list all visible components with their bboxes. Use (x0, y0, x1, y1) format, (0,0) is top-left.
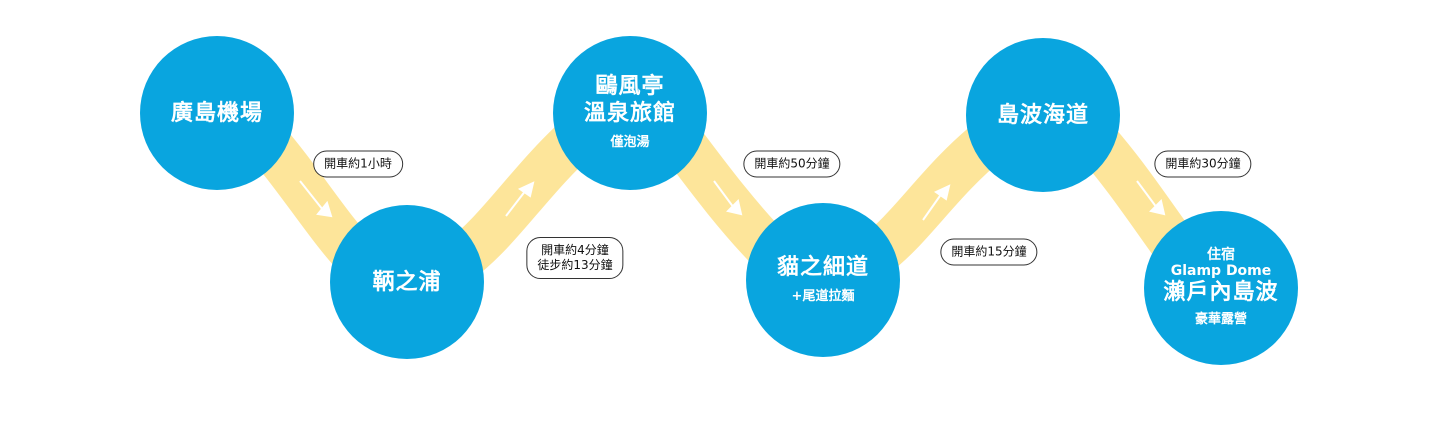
node-shimanami-kaido: 島波海道 (966, 38, 1120, 192)
leg-text: 開車約50分鐘 (754, 156, 830, 171)
node-title: 廣島機場 (170, 100, 263, 126)
node-title: 貓之細道 (776, 254, 869, 280)
arrow-down-right-icon (1136, 180, 1166, 216)
arrow-down-right-icon (299, 180, 333, 218)
arrow-up-right-icon (922, 184, 951, 221)
node-title: 鞆之浦 (372, 269, 442, 295)
node-subtitle: +尾道拉麵 (791, 288, 855, 304)
node-title-line2: 溫泉旅館 (583, 101, 676, 126)
leg-label-3: 開車約50分鐘 (743, 150, 841, 178)
leg-label-1: 開車約1小時 (313, 150, 403, 178)
leg-label-2: 開車約4分鐘 徒步約13分鐘 (526, 237, 624, 279)
node-title: 島波海道 (996, 102, 1089, 128)
leg-label-4: 開車約15分鐘 (940, 238, 1038, 266)
node-pretitle: 住宿 (1207, 246, 1235, 263)
leg-text: 開車約4分鐘 (541, 243, 609, 257)
arrow-down-right-icon (713, 180, 743, 216)
arrow-up-right-icon (505, 181, 535, 217)
leg-text: 開車約1小時 (324, 156, 392, 171)
node-cat-alley: 貓之細道 +尾道拉麵 (746, 203, 900, 357)
node-ofutei-onsen: 鷗風亭 溫泉旅館 僅泡湯 (553, 36, 707, 190)
node-title: 瀨戶內島波 (1163, 279, 1279, 305)
node-glamp-dome: 住宿 Glamp Dome 瀨戶內島波 豪華露營 (1144, 211, 1298, 365)
leg-text-line2: 徒步約13分鐘 (537, 258, 613, 272)
leg-label-5: 開車約30分鐘 (1154, 150, 1252, 178)
node-subtitle: 豪華露營 (1194, 311, 1247, 327)
node-subtitle: 僅泡湯 (610, 135, 650, 150)
node-hiroshima-airport: 廣島機場 (140, 36, 294, 190)
leg-text: 開車約30分鐘 (1165, 156, 1241, 171)
leg-text: 開車約15分鐘 (951, 244, 1027, 259)
node-pretitle-line2: Glamp Dome (1170, 262, 1272, 279)
node-title: 鷗風亭 (595, 74, 665, 99)
node-tomonoura: 鞆之浦 (330, 205, 484, 359)
